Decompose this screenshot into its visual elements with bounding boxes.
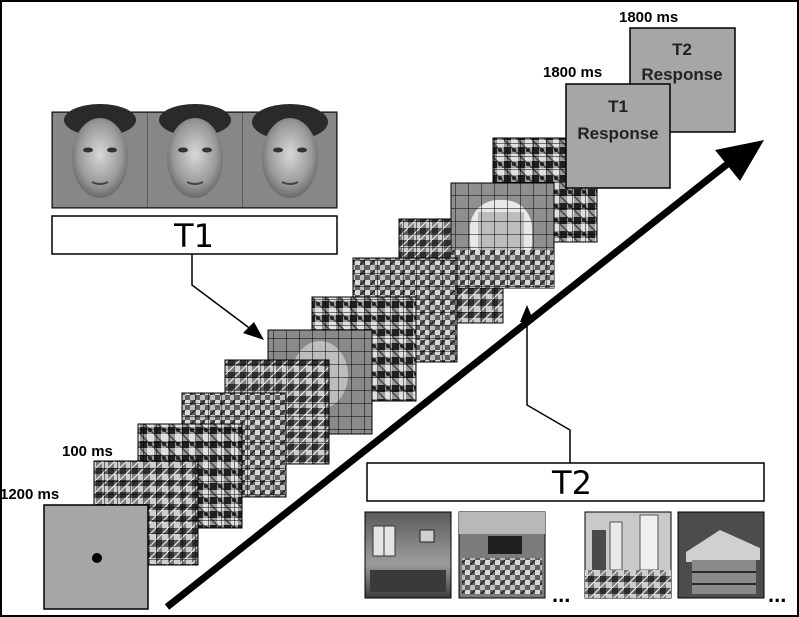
t2-response-duration: 1800 ms (619, 9, 678, 26)
scene-image-city (584, 511, 672, 599)
scene-image-house (677, 511, 765, 599)
face-image-3 (243, 104, 336, 207)
t1-response-label-2: Response (577, 124, 658, 143)
face-image-2 (148, 104, 242, 207)
scene-ellipsis-1: ... (552, 582, 570, 607)
time-arrow (164, 140, 764, 610)
t1-label-box (51, 215, 338, 255)
t1-response-label-1: T1 (608, 97, 628, 116)
face-image-1 (53, 104, 147, 207)
t2-response-label-1: T2 (672, 40, 692, 59)
t2-label: T2 (551, 464, 592, 502)
t1-face-strip (51, 104, 338, 209)
scene-ellipsis-2: ... (768, 582, 786, 607)
t2-pointer-arrow (520, 305, 571, 463)
scene-image-cafeteria (458, 511, 546, 599)
t2-label-box (366, 462, 765, 502)
t1-response-panel: T1 Response (565, 83, 671, 189)
fixation-frame (43, 504, 149, 610)
t1-response-duration: 1800 ms (543, 64, 602, 81)
scene-image-classroom (364, 511, 452, 599)
t1-label: T1 (173, 217, 214, 255)
t1-pointer-arrow (191, 254, 264, 340)
t2-response-label-2: Response (641, 65, 722, 84)
fixation-dot (92, 553, 102, 563)
stream-duration: 100 ms (62, 443, 113, 460)
mask-frame-scene (450, 182, 555, 289)
fixation-duration: 1200 ms (0, 486, 59, 503)
